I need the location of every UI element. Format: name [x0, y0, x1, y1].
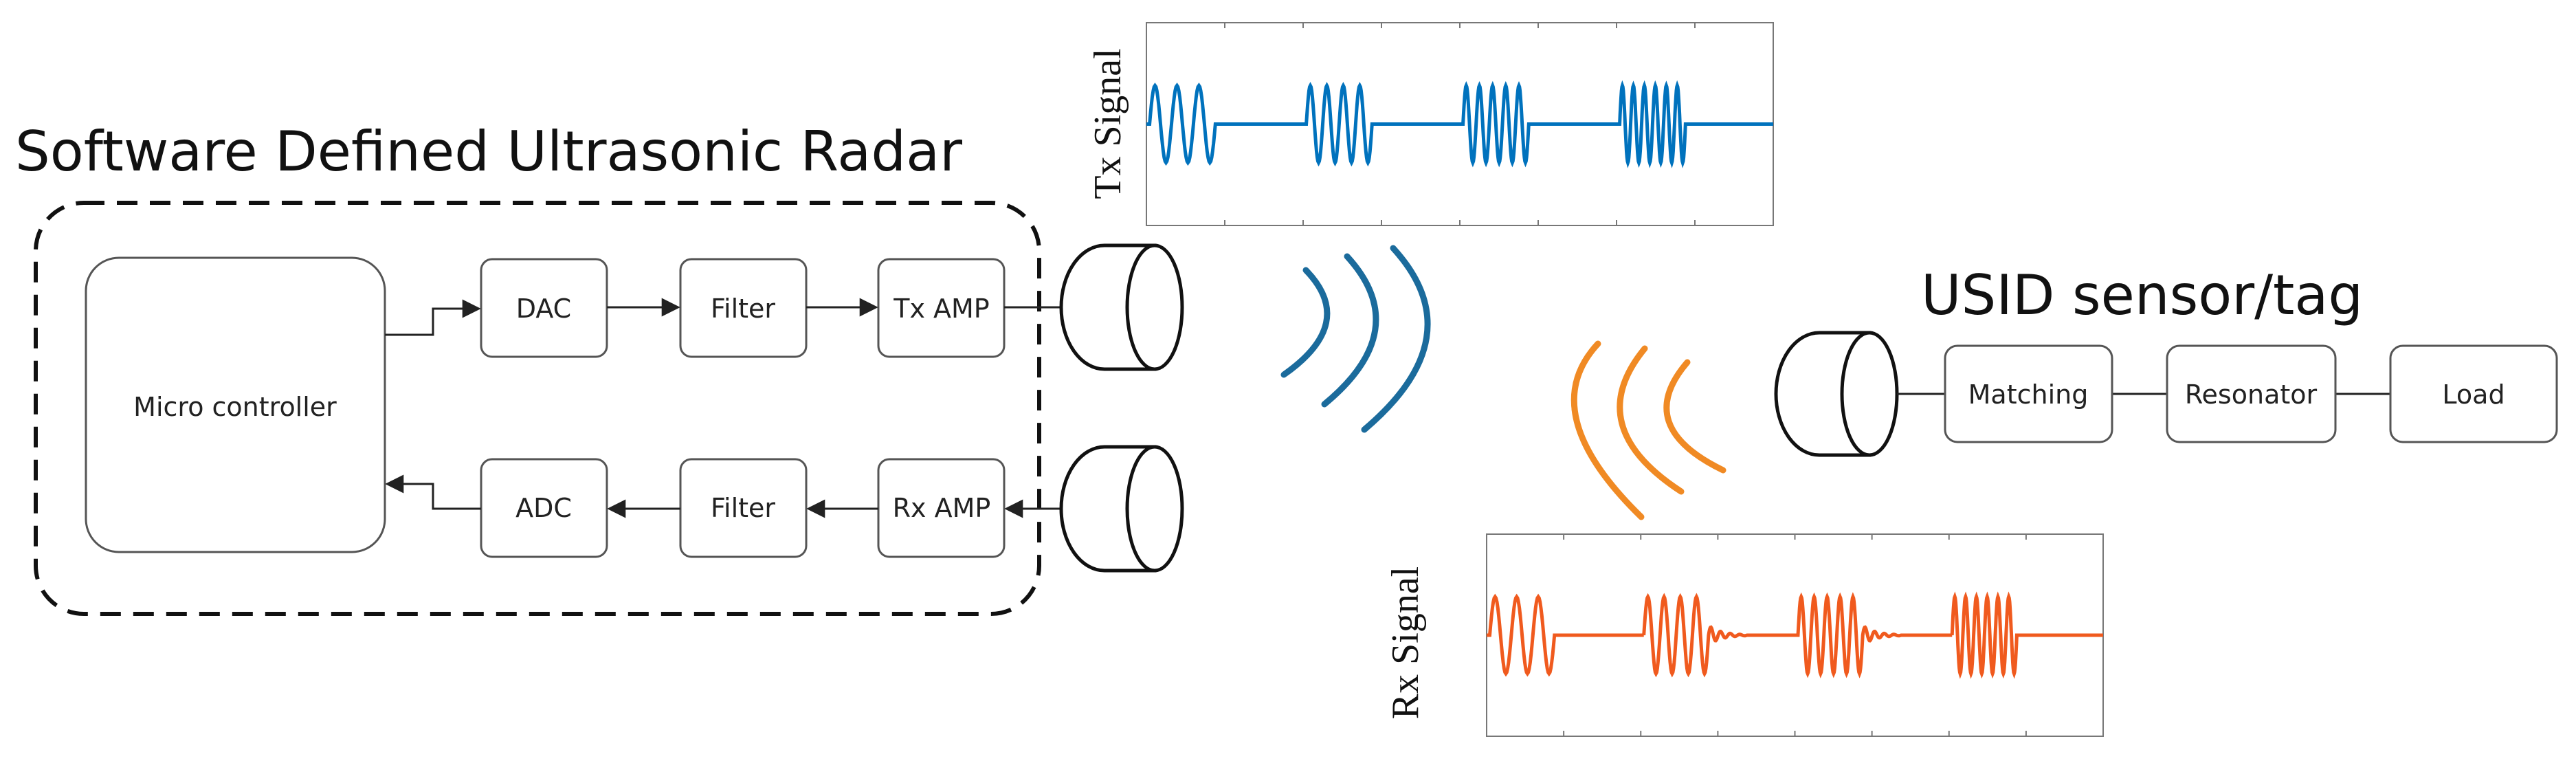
- tx-signal-label: Tx Signal: [1087, 48, 1129, 199]
- tx-transducer: [1059, 243, 1184, 371]
- tx-amp-label: Tx AMP: [893, 294, 989, 324]
- connection-lines: [385, 298, 1061, 518]
- radar-enclosure: [34, 201, 1041, 616]
- rx-filter-label: Filter: [711, 493, 775, 523]
- tag-chain: Matching Resonator Load: [1944, 344, 2558, 443]
- load-block: [2389, 344, 2558, 443]
- matching-label: Matching: [1968, 379, 2089, 410]
- tx-filter-label: Filter: [711, 294, 775, 324]
- rx-signal-label: Rx Signal: [1384, 566, 1427, 719]
- matching-block: [1944, 344, 2113, 443]
- microcontroller-block: [85, 256, 386, 553]
- tx-plot-ticks: [1224, 23, 1696, 225]
- incoming-waves: [1570, 340, 1726, 520]
- microcontroller-label: Micro controller: [133, 392, 337, 422]
- rx-signal-waveform: [1487, 591, 2103, 679]
- resonator-block: [2166, 344, 2337, 443]
- load-label: Load: [2442, 379, 2505, 410]
- adc-to-mcu-arrow: [385, 474, 481, 510]
- rx-transducer: [1059, 445, 1184, 573]
- dac-label: DAC: [516, 294, 571, 324]
- tag-title: USID sensor/tag: [1921, 263, 2363, 327]
- outgoing-waves: [1280, 245, 1431, 433]
- adc-label: ADC: [515, 493, 572, 523]
- tag-transducer: [1774, 331, 1899, 457]
- tx-signal-waveform: [1146, 80, 1773, 168]
- rx-amp-label: Rx AMP: [893, 493, 991, 523]
- tx-chain: DAC Filter Tx AMP: [480, 258, 1006, 358]
- tx-signal-plot: Tx Signal: [1087, 22, 1774, 226]
- rx-chain: ADC Filter Rx AMP: [480, 458, 1006, 558]
- rx-plot-ticks: [1563, 534, 2027, 736]
- resonator-label: Resonator: [2185, 379, 2318, 410]
- rx-signal-plot: Rx Signal: [1384, 533, 2104, 737]
- mcu-to-dac-arrow: [385, 299, 481, 336]
- radar-title: Software Defined Ultrasonic Radar: [15, 120, 962, 184]
